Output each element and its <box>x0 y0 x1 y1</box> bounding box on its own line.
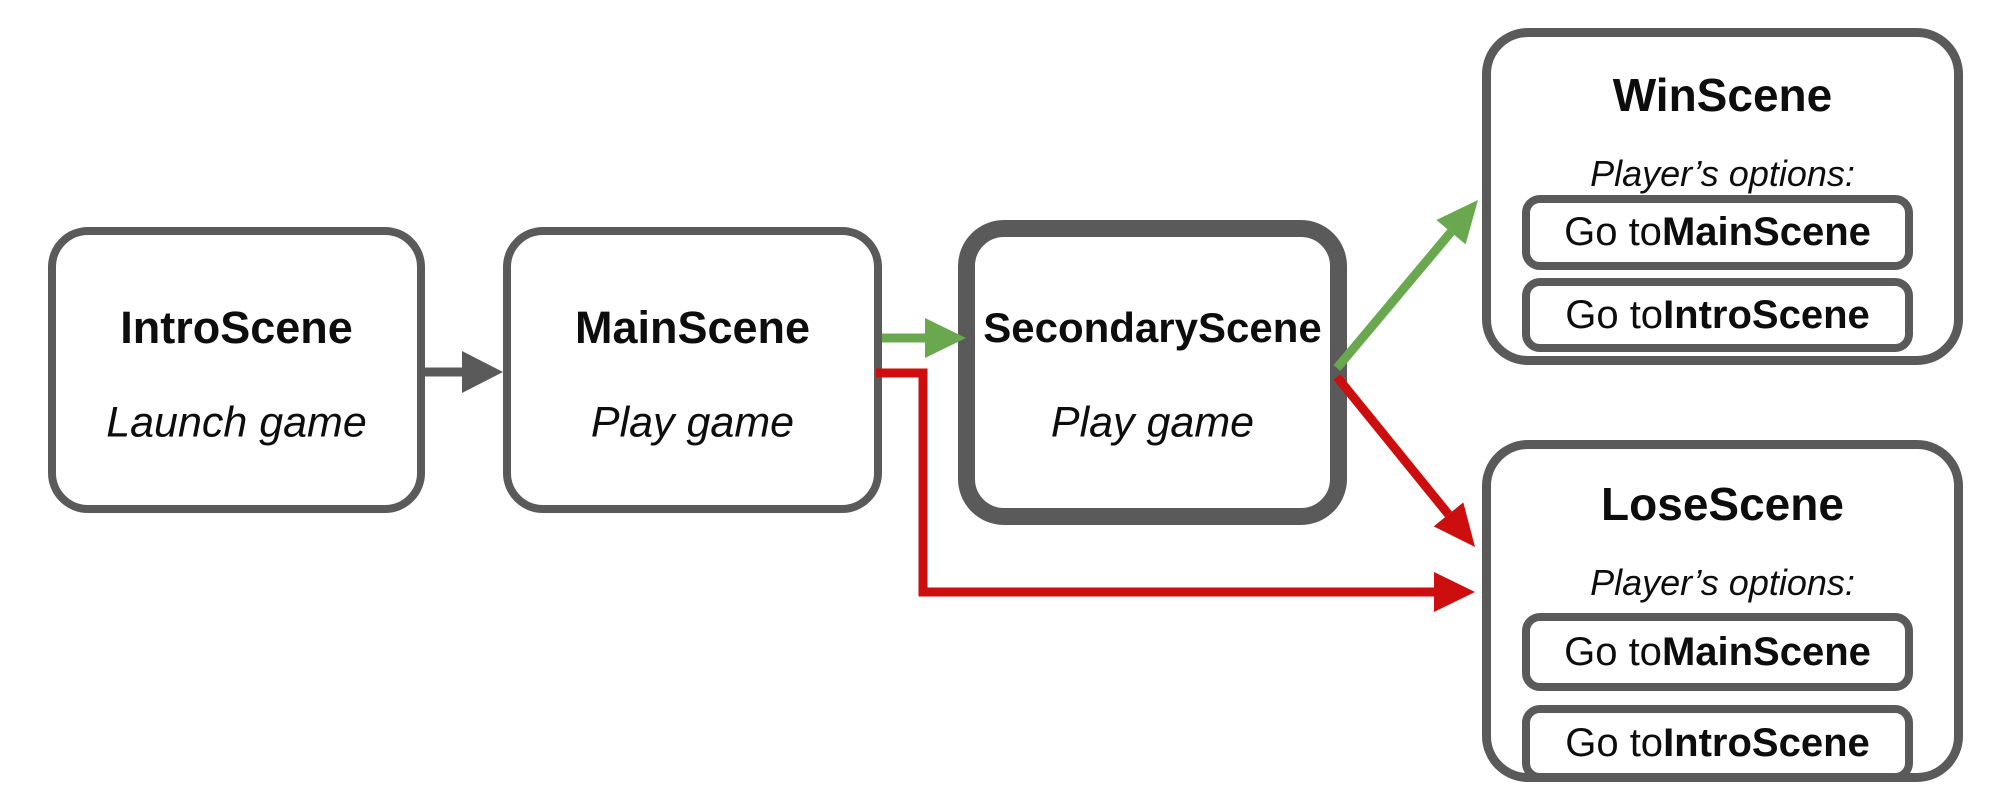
node-secondaryscene: SecondaryScene Play game <box>958 220 1347 525</box>
option-button-target: IntroScene <box>1663 720 1870 765</box>
node-title: IntroScene <box>120 302 353 353</box>
arrow-main-to-secondary <box>882 318 966 358</box>
option-button-go-to-mainscene: Go to MainScene <box>1522 613 1913 691</box>
option-button-prefix: Go to <box>1564 210 1662 254</box>
node-introscene: IntroScene Launch game <box>48 227 425 513</box>
node-subtitle: Launch game <box>106 398 367 447</box>
option-button-target: MainScene <box>1661 210 1871 254</box>
option-button-go-to-introscene: Go to IntroScene <box>1522 278 1913 352</box>
arrow-intro-to-main <box>425 351 503 393</box>
options-label: Player’s options: <box>1590 562 1855 603</box>
arrow-secondary-to-lose <box>1333 374 1475 547</box>
option-button-prefix: Go to <box>1565 720 1664 765</box>
option-button-go-to-introscene: Go to IntroScene <box>1522 705 1913 781</box>
option-button-target: MainScene <box>1661 629 1871 674</box>
node-title: WinScene <box>1612 69 1833 121</box>
node-winscene: WinScene Player’s options: Go to MainSce… <box>1482 28 1963 365</box>
node-losescene: LoseScene Player’s options: Go to MainSc… <box>1482 440 1963 782</box>
option-button-target: IntroScene <box>1663 292 1870 337</box>
option-button-prefix: Go to <box>1564 629 1662 674</box>
arrow-secondary-to-win <box>1333 200 1478 371</box>
options-label: Player’s options: <box>1590 153 1855 194</box>
option-button-go-to-mainscene: Go to MainScene <box>1522 195 1913 270</box>
node-subtitle: Play game <box>590 398 795 447</box>
node-title: SecondaryScene <box>983 304 1322 351</box>
node-title: MainScene <box>574 302 811 353</box>
option-button-prefix: Go to <box>1565 292 1664 337</box>
node-title: LoseScene <box>1601 478 1844 530</box>
node-subtitle: Play game <box>1050 398 1255 447</box>
node-mainscene: MainScene Play game <box>503 227 882 513</box>
